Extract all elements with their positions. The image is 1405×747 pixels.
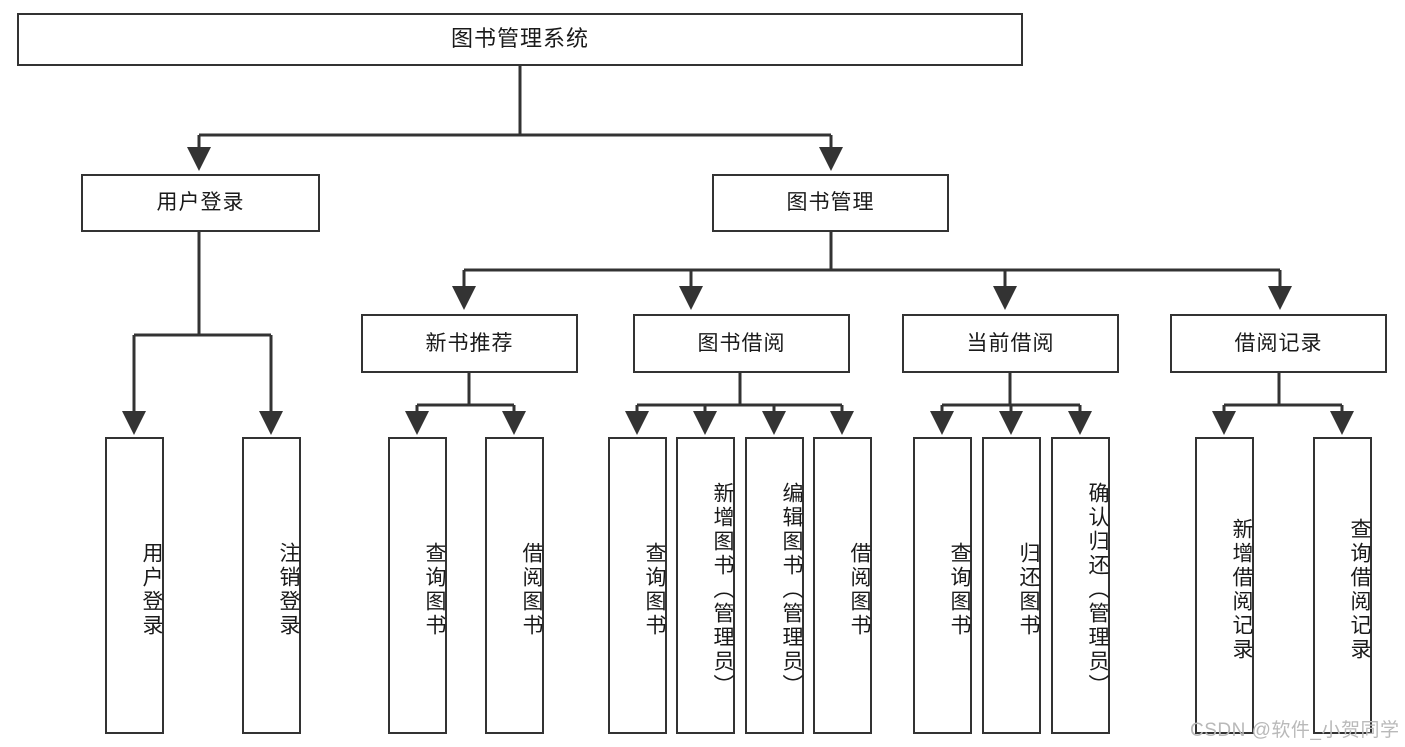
node-book-borrow-label: 图书借阅 bbox=[697, 331, 786, 355]
leaf-query-record[interactable]: 查询借阅记录 bbox=[1313, 437, 1372, 734]
leaf-query-book-3-label: 查询图书 bbox=[948, 541, 971, 638]
node-root-label: 图书管理系统 bbox=[450, 26, 589, 52]
leaf-add-book[interactable]: 新增图书（管理员） bbox=[676, 437, 735, 734]
leaf-query-book-2[interactable]: 查询图书 bbox=[608, 437, 667, 734]
node-book-borrow[interactable]: 图书借阅 bbox=[633, 314, 850, 373]
node-root[interactable]: 图书管理系统 bbox=[17, 13, 1023, 66]
leaf-query-book-2-label: 查询图书 bbox=[643, 541, 666, 638]
node-current-borrow[interactable]: 当前借阅 bbox=[902, 314, 1119, 373]
leaf-edit-book[interactable]: 编辑图书（管理员） bbox=[745, 437, 804, 734]
leaf-edit-book-label: 编辑图书（管理员） bbox=[780, 481, 803, 698]
leaf-user-login-label: 用户登录 bbox=[140, 541, 163, 638]
leaf-borrow-book-1[interactable]: 借阅图书 bbox=[485, 437, 544, 734]
node-borrow-record-label: 借阅记录 bbox=[1234, 331, 1323, 355]
node-user-login-label: 用户登录 bbox=[156, 191, 245, 215]
leaf-user-login[interactable]: 用户登录 bbox=[105, 437, 164, 734]
leaf-add-record[interactable]: 新增借阅记录 bbox=[1195, 437, 1254, 734]
leaf-user-logout[interactable]: 注销登录 bbox=[242, 437, 301, 734]
node-user-login[interactable]: 用户登录 bbox=[81, 174, 320, 232]
leaf-confirm-return-label: 确认归还（管理员） bbox=[1086, 481, 1109, 698]
leaf-borrow-book-2-label: 借阅图书 bbox=[848, 541, 871, 638]
leaf-add-book-label: 新增图书（管理员） bbox=[711, 481, 734, 698]
csdn-watermark: CSDN @软件_小贺同学 bbox=[1190, 720, 1400, 741]
leaf-query-record-label: 查询借阅记录 bbox=[1348, 517, 1371, 662]
leaf-user-logout-label: 注销登录 bbox=[277, 541, 300, 638]
leaf-return-book[interactable]: 归还图书 bbox=[982, 437, 1041, 734]
node-new-book-recommend[interactable]: 新书推荐 bbox=[361, 314, 578, 373]
leaf-add-record-label: 新增借阅记录 bbox=[1230, 517, 1253, 662]
leaf-query-book-1[interactable]: 查询图书 bbox=[388, 437, 447, 734]
leaf-query-book-1-label: 查询图书 bbox=[423, 541, 446, 638]
leaf-confirm-return[interactable]: 确认归还（管理员） bbox=[1051, 437, 1110, 734]
node-book-manage[interactable]: 图书管理 bbox=[712, 174, 949, 232]
leaf-return-book-label: 归还图书 bbox=[1017, 541, 1040, 638]
leaf-query-book-3[interactable]: 查询图书 bbox=[913, 437, 972, 734]
node-new-book-recommend-label: 新书推荐 bbox=[425, 331, 514, 355]
leaf-borrow-book-2[interactable]: 借阅图书 bbox=[813, 437, 872, 734]
node-book-manage-label: 图书管理 bbox=[786, 191, 875, 215]
node-borrow-record[interactable]: 借阅记录 bbox=[1170, 314, 1387, 373]
node-current-borrow-label: 当前借阅 bbox=[966, 331, 1055, 355]
leaf-borrow-book-1-label: 借阅图书 bbox=[520, 541, 543, 638]
